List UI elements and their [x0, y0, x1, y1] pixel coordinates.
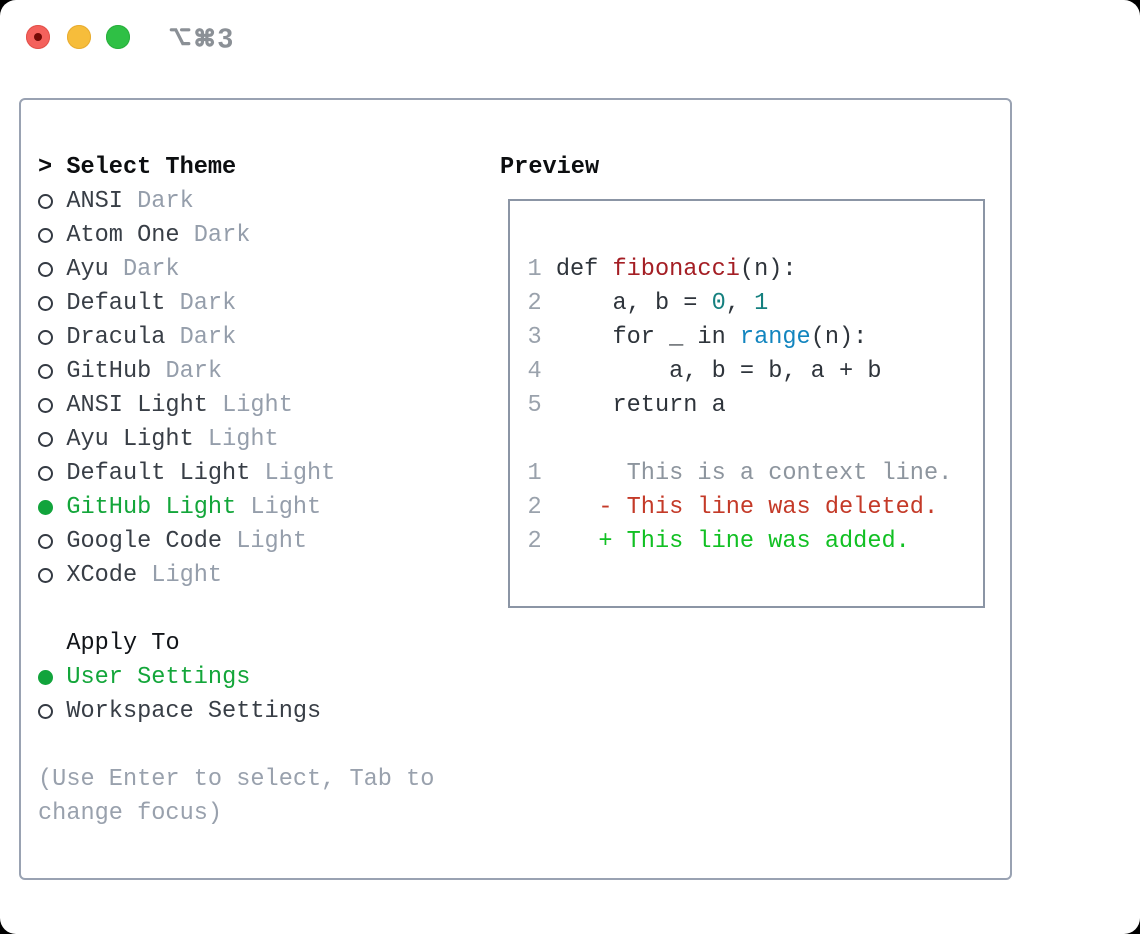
svg-text:3: 3 [218, 22, 233, 52]
